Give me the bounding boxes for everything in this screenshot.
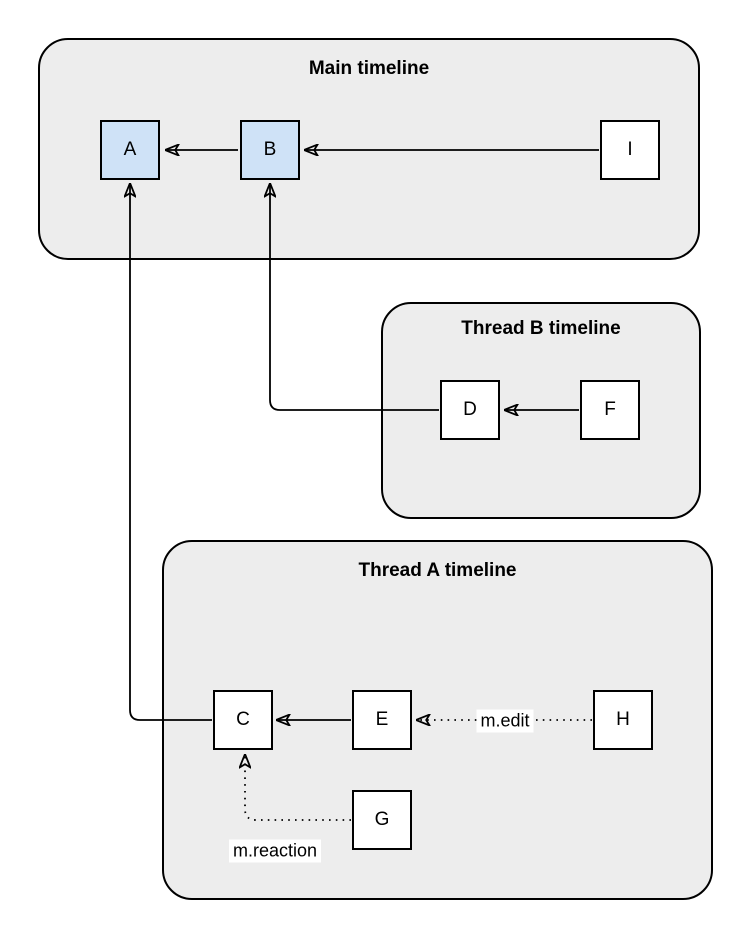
event-node-g-label: G xyxy=(374,809,390,830)
event-node-f: F xyxy=(580,380,640,440)
event-node-c-label: C xyxy=(236,709,250,730)
event-node-i: I xyxy=(600,120,660,180)
event-node-b: B xyxy=(240,120,300,180)
thread-b-timeline-container: Thread B timeline xyxy=(381,302,701,519)
edge-label-m-reaction: m.reaction xyxy=(228,839,322,863)
event-node-b-label: B xyxy=(263,139,277,160)
event-node-c: C xyxy=(213,690,273,750)
event-node-a: A xyxy=(100,120,160,180)
event-node-h: H xyxy=(593,690,653,750)
thread-b-timeline-title: Thread B timeline xyxy=(461,318,621,339)
event-node-e-label: E xyxy=(375,709,389,730)
event-node-h-label: H xyxy=(616,709,630,730)
event-node-e: E xyxy=(352,690,412,750)
event-node-d: D xyxy=(440,380,500,440)
event-node-f-label: F xyxy=(604,399,616,420)
thread-a-timeline-title: Thread A timeline xyxy=(358,560,517,581)
event-node-g: G xyxy=(352,790,412,850)
edge-label-m-edit: m.edit xyxy=(476,709,534,733)
event-node-d-label: D xyxy=(463,399,477,420)
event-node-i-label: I xyxy=(627,139,633,160)
main-timeline-title: Main timeline xyxy=(308,58,430,79)
event-node-a-label: A xyxy=(123,139,137,160)
